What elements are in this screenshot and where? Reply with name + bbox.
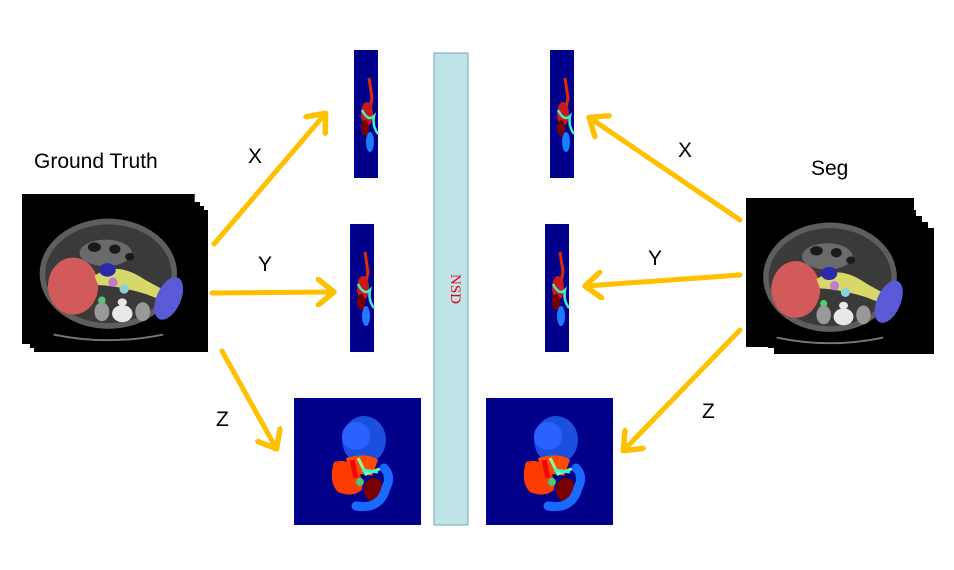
- nsd-bar: [433, 52, 469, 526]
- seg-x-arrow: [590, 118, 743, 223]
- seg-z-arrow: [624, 327, 743, 450]
- gt-x-projection: [352, 48, 380, 180]
- ground-truth-ct-stack-icon: [21, 193, 208, 352]
- nsd-label: NSD: [447, 274, 463, 304]
- gt-y-projection: [348, 222, 376, 354]
- gt-z-label: Z: [216, 408, 229, 431]
- gt-y-arrow: [209, 292, 333, 293]
- seg-x-label: X: [678, 139, 693, 162]
- seg-z-projection: [486, 398, 613, 525]
- gt-x-arrow: [211, 114, 325, 247]
- seg-title: Seg: [811, 157, 849, 180]
- seg-ct-stack-icon: [745, 197, 934, 354]
- gt-x-label: X: [248, 145, 263, 168]
- seg-y-label: Y: [648, 247, 663, 270]
- seg-y-arrow: [586, 275, 743, 286]
- gt-y-label: Y: [258, 253, 273, 276]
- seg-z-label: Z: [702, 400, 715, 423]
- ground-truth-title: Ground Truth: [34, 150, 158, 173]
- seg-y-projection: [543, 222, 571, 354]
- gt-z-arrow: [219, 348, 276, 448]
- seg-x-projection: [548, 48, 576, 180]
- gt-z-projection: [294, 398, 421, 525]
